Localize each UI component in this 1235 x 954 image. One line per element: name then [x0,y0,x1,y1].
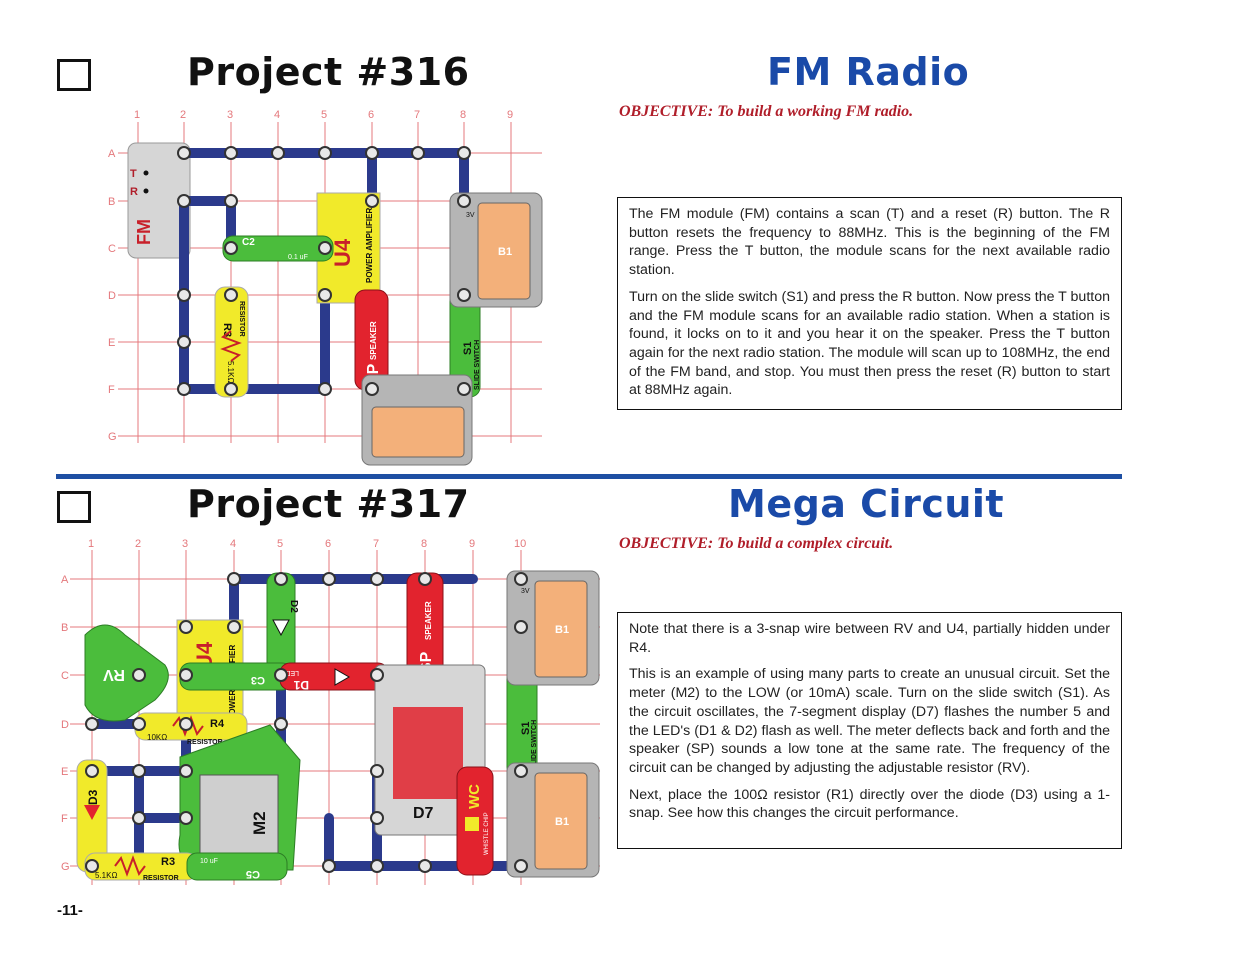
row-label: G [108,431,117,443]
col-label: 4 [274,109,280,121]
svg-text:WC: WC [466,784,483,809]
svg-text:SPEAKER: SPEAKER [369,321,378,360]
svg-text:D3: D3 [86,789,100,805]
row-label: C [108,243,116,255]
svg-text:RESISTOR: RESISTOR [238,301,245,337]
svg-text:3V: 3V [466,212,475,219]
row-label: A [108,148,116,160]
col-label: 1 [134,109,140,121]
svg-text:S1: S1 [462,342,474,355]
svg-text:RESISTOR: RESISTOR [143,875,179,882]
svg-text:SLIDE SWITCH: SLIDE SWITCH [531,720,538,770]
svg-text:D1: D1 [293,678,309,692]
col-label: 4 [230,538,236,550]
row-label: A [61,574,69,586]
svg-text:10 uF: 10 uF [200,858,218,865]
col-label: 8 [421,538,427,550]
svg-text:SLIDE SWITCH: SLIDE SWITCH [474,340,481,390]
project-317-objective: OBJECTIVE: To build a complex circuit. [619,535,894,552]
col-label: 10 [514,538,526,550]
project-317-circuit-diagram: 1 2 3 4 5 6 7 8 9 10 A B C D E F G RV U4… [61,538,600,885]
fm-module: T R FM [127,142,191,259]
svg-text:C5: C5 [246,868,260,880]
col-label: 5 [321,109,327,121]
row-label: B [108,196,115,208]
svg-text:B1: B1 [555,816,569,828]
rv-part [84,624,169,722]
project-316-objective: OBJECTIVE: To build a working FM radio. [619,103,914,120]
svg-text:SPEAKER: SPEAKER [424,601,433,640]
project-316-checkbox[interactable] [57,59,91,91]
page-number: -11- [57,902,83,919]
svg-text:5.1KΩ: 5.1KΩ [226,361,235,383]
description-paragraph: Turn on the slide switch (S1) and press … [629,288,1110,399]
project-317-description: Note that there is a 3-snap wire between… [617,612,1122,849]
svg-text:3V: 3V [521,588,530,595]
svg-text:0.1 uF: 0.1 uF [288,254,308,261]
col-label: 2 [180,109,186,121]
svg-text:R3: R3 [161,856,175,868]
svg-text:U4: U4 [330,238,355,267]
svg-text:B1: B1 [555,624,569,636]
svg-text:C2: C2 [242,237,255,248]
svg-text:C3: C3 [251,674,265,686]
col-label: 2 [135,538,141,550]
col-label: 3 [227,109,233,121]
svg-text:S1: S1 [520,722,532,735]
project-316-name: FM Radio [767,50,970,94]
svg-text:M2: M2 [250,811,269,835]
svg-text:RV: RV [103,666,125,683]
col-label: 3 [182,538,188,550]
col-label: 9 [469,538,475,550]
row-label: D [108,290,116,302]
col-label: 5 [277,538,283,550]
svg-text:RESISTOR: RESISTOR [187,739,223,746]
col-label: 6 [368,109,374,121]
description-paragraph: Note that there is a 3-snap wire between… [629,621,1110,656]
row-label: F [61,813,68,825]
col-label: 7 [373,538,379,550]
svg-text:B1: B1 [498,246,512,258]
svg-text:D2: D2 [288,600,299,613]
project-316-title: Project #316 [187,50,470,94]
row-label: E [108,337,115,349]
svg-text:POWER AMPLIFIER: POWER AMPLIFIER [365,208,374,283]
svg-text:R4: R4 [210,718,225,730]
svg-text:D7: D7 [413,805,434,822]
description-paragraph: Next, place the 100Ω resistor (R1) direc… [629,786,1110,822]
col-label: 9 [507,109,513,121]
svg-text:FM: FM [134,219,154,245]
project-317-name: Mega Circuit [728,482,1005,526]
section-divider [56,474,1122,479]
project-316-circuit-diagram: 1 2 3 4 5 6 7 8 9 A B C D E F G T R FM U… [108,109,543,466]
row-label: B [61,622,68,634]
row-label: G [61,861,70,873]
col-label: 7 [414,109,420,121]
svg-text:10KΩ: 10KΩ [147,733,167,742]
row-label: E [61,766,68,778]
svg-text:T: T [130,168,137,180]
row-label: F [108,384,115,396]
project-317-checkbox[interactable] [57,491,91,523]
project-316-description: The FM module (FM) contains a scan (T) a… [617,197,1122,410]
svg-text:R3: R3 [221,323,233,337]
col-label: 1 [88,538,94,550]
description-paragraph: The FM module (FM) contains a scan (T) a… [629,206,1110,279]
svg-text:LED: LED [285,669,299,676]
svg-text:R: R [130,186,138,198]
description-paragraph: This is an example of using many parts t… [629,666,1110,776]
row-label: C [61,670,69,682]
project-317-title: Project #317 [187,482,470,526]
svg-text:5.1KΩ: 5.1KΩ [95,871,117,880]
svg-text:WHISTLE CHIP: WHISTLE CHIP [484,812,490,855]
col-label: 6 [325,538,331,550]
col-label: 8 [460,109,466,121]
row-label: D [61,719,69,731]
